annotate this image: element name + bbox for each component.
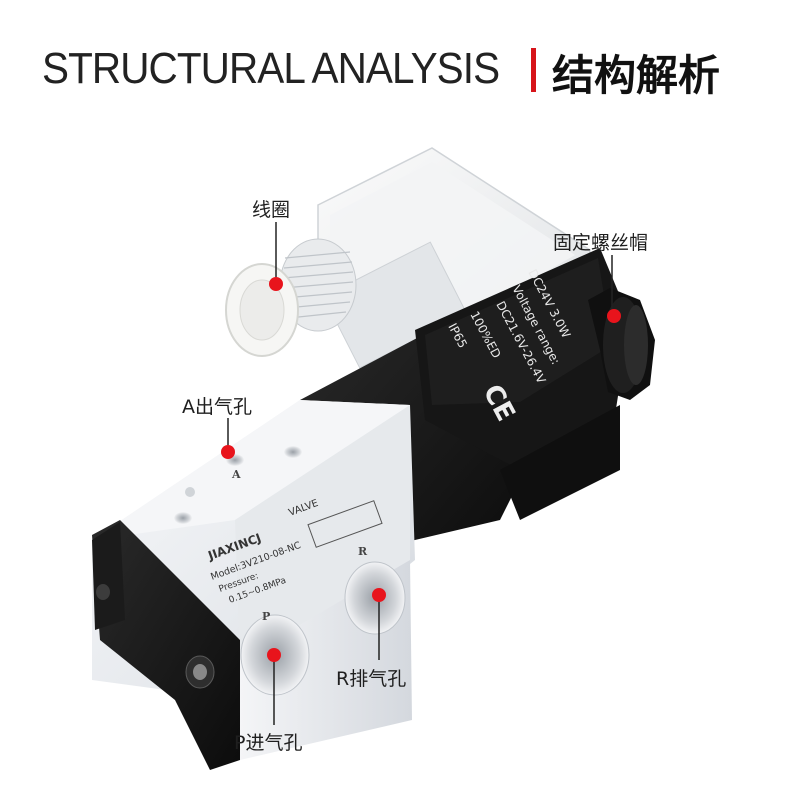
header: STRUCTURAL ANALYSIS 结构解析 [0,30,800,110]
port-p-letter: P [262,610,270,623]
callout-nut: 固定螺丝帽 [553,232,649,254]
callout-port-p: P进气孔 [234,732,303,754]
coil-dot [269,277,283,291]
callout-port-r: R排气孔 [336,668,407,690]
port-r-dot [372,588,386,602]
valve-body [92,400,415,770]
title-separator [531,48,536,92]
cable-gland [225,238,357,357]
port-r-letter: R [358,545,368,558]
nut-dot [607,309,621,323]
page-title-chinese: 结构解析 [552,51,721,100]
callout-port-a: A出气孔 [182,396,252,418]
callout-coil: 线圈 [252,199,291,221]
port-a-dot [221,445,235,459]
page-title-english: STRUCTURAL ANALYSIS [42,44,500,93]
port-p-dot [267,648,281,662]
port-a-letter: A [231,468,241,481]
callout-markers [227,222,613,725]
